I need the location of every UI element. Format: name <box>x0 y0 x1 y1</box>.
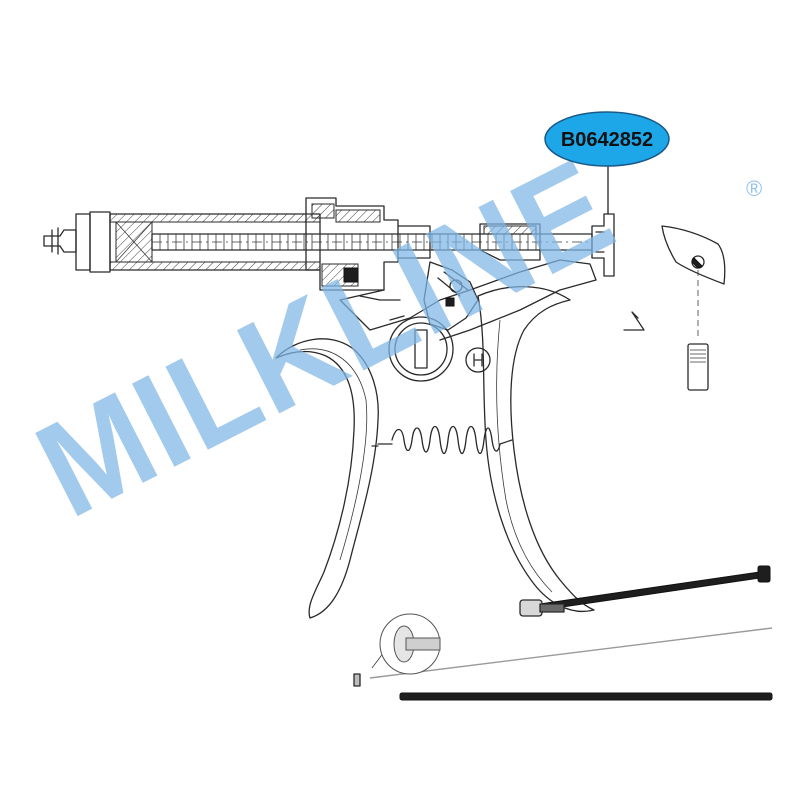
part-label-badge <box>544 111 670 167</box>
registered-mark: ® <box>746 176 762 201</box>
plunger-rod <box>151 213 615 277</box>
spring <box>371 425 513 455</box>
watermark-text: MILKLINE <box>14 129 635 545</box>
left-handle <box>275 338 379 619</box>
part-number-text: B0642852 <box>561 129 653 151</box>
frame-head <box>305 197 597 341</box>
black-rod <box>519 565 771 617</box>
wire-rod <box>353 613 773 687</box>
latch <box>359 295 405 321</box>
part-label: B0642852 <box>544 111 670 214</box>
clip-part <box>661 225 726 285</box>
watermark: MILKLINE ® <box>14 129 762 545</box>
black-bar <box>399 692 773 701</box>
right-handle <box>477 286 595 612</box>
pivot-ring <box>388 316 491 382</box>
syringe-gun <box>43 197 615 619</box>
detached-parts <box>353 225 773 701</box>
small-clip <box>623 311 645 331</box>
nozzle <box>43 211 111 273</box>
pin-part <box>687 343 709 391</box>
